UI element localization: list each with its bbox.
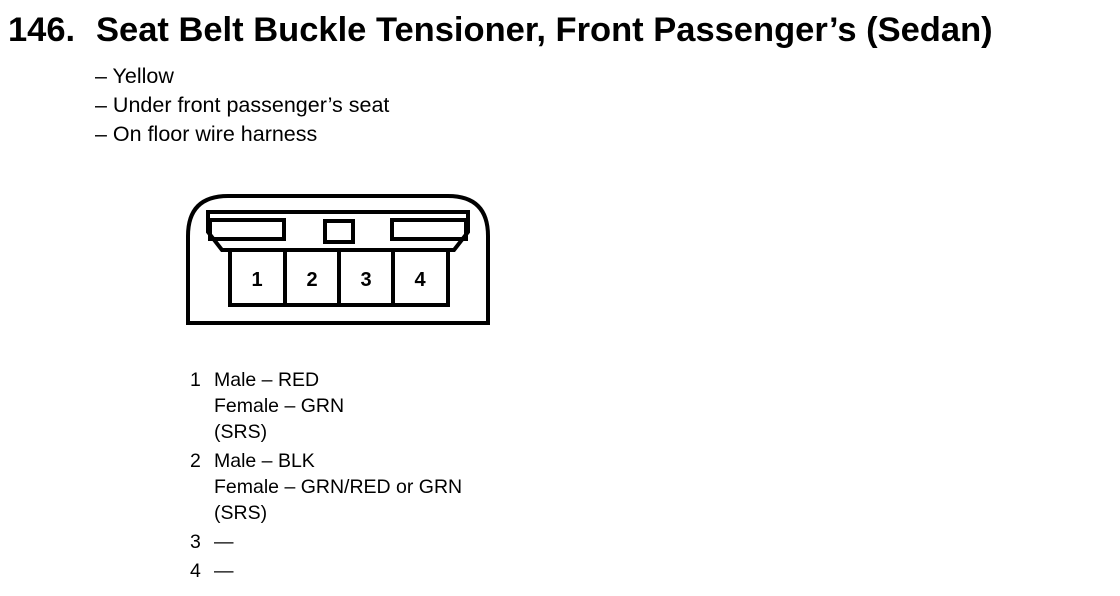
pin-label-1: 1 bbox=[251, 269, 262, 291]
pin-label-3: 3 bbox=[360, 269, 371, 291]
pin-number: 3 bbox=[190, 531, 201, 553]
connector-notes: – Yellow – Under front passenger’s seat … bbox=[95, 62, 389, 149]
section-number: 146. bbox=[8, 11, 76, 49]
connector-housing bbox=[186, 194, 490, 323]
pin-line: — bbox=[214, 560, 234, 582]
pin-description: Male – BLK Female – GRN/RED or GRN (SRS) bbox=[214, 448, 462, 526]
connector-diagram: 1 2 3 4 bbox=[186, 194, 490, 325]
pin-line: Male – RED bbox=[214, 369, 320, 391]
right-latch-slot bbox=[390, 218, 468, 241]
pin-entry: 2 Male – BLK Female – GRN/RED or GRN (SR… bbox=[190, 448, 462, 526]
pin-description: — bbox=[214, 558, 234, 584]
pin-assignments: 1 Male – RED Female – GRN (SRS) 2 Male –… bbox=[190, 367, 462, 587]
latch-band bbox=[206, 210, 470, 252]
pin-label-4: 4 bbox=[414, 269, 426, 291]
note-harness: – On floor wire harness bbox=[95, 122, 318, 146]
pin-entry: 3 — bbox=[190, 529, 462, 555]
pin-number: 1 bbox=[190, 369, 201, 391]
page-title: 146. Seat Belt Buckle Tensioner, Front Pa… bbox=[8, 10, 993, 50]
pin-line: — bbox=[214, 531, 234, 553]
pin-line: (SRS) bbox=[214, 502, 268, 524]
left-latch-slot bbox=[208, 218, 286, 241]
pin-number: 2 bbox=[190, 450, 201, 472]
pin-description: Male – RED Female – GRN (SRS) bbox=[214, 367, 344, 445]
note-color: – Yellow bbox=[95, 64, 174, 88]
pin-cavity-4 bbox=[391, 248, 450, 307]
pin-line: Male – BLK bbox=[214, 450, 315, 472]
pin-line: Female – GRN/RED or GRN bbox=[214, 476, 463, 498]
pin-entry: 4 — bbox=[190, 558, 462, 584]
pin-description: — bbox=[214, 529, 234, 555]
pin-line: Female – GRN bbox=[214, 395, 345, 417]
pin-entry: 1 Male – RED Female – GRN (SRS) bbox=[190, 367, 462, 445]
title-text: Seat Belt Buckle Tensioner, Front Passen… bbox=[96, 11, 993, 49]
center-key bbox=[323, 219, 355, 244]
note-location: – Under front passenger’s seat bbox=[95, 93, 390, 117]
pin-line: (SRS) bbox=[214, 421, 268, 443]
pin-number: 4 bbox=[190, 560, 201, 582]
pin-label-2: 2 bbox=[306, 269, 317, 291]
